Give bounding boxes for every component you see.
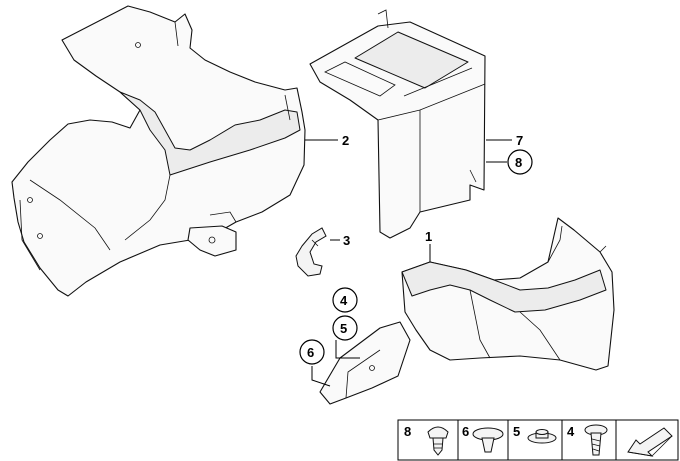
callout-1: 1 bbox=[425, 229, 432, 244]
callout-8: 8 bbox=[507, 149, 533, 175]
expanding-nut-icon bbox=[527, 429, 557, 444]
svg-text:3: 3 bbox=[343, 233, 350, 248]
round-clip-icon bbox=[472, 427, 504, 453]
svg-text:4: 4 bbox=[340, 293, 348, 308]
part-7-storage-box bbox=[309, 9, 486, 239]
svg-text:2: 2 bbox=[342, 133, 349, 148]
part-3-clip bbox=[295, 227, 327, 277]
legend-item-6: 6 bbox=[462, 424, 504, 453]
callout-3: 3 bbox=[343, 233, 350, 248]
callout-5: 5 bbox=[332, 315, 358, 341]
callout-4: 4 bbox=[332, 287, 358, 313]
callout-7: 7 bbox=[516, 133, 523, 148]
part-2-trim-panel bbox=[11, 5, 306, 297]
svg-text:5: 5 bbox=[340, 321, 347, 336]
part-1-lower-cover bbox=[319, 217, 615, 405]
svg-text:4: 4 bbox=[567, 424, 575, 439]
svg-text:7: 7 bbox=[516, 133, 523, 148]
svg-text:8: 8 bbox=[515, 155, 522, 170]
svg-text:1: 1 bbox=[425, 229, 432, 244]
svg-text:5: 5 bbox=[513, 424, 520, 439]
legend-item-8: 8 bbox=[404, 424, 449, 456]
push-rivet-icon bbox=[427, 426, 449, 456]
legend-item-4: 4 bbox=[567, 424, 608, 456]
leader-lines bbox=[305, 139, 512, 387]
callout-2: 2 bbox=[342, 133, 349, 148]
direction-arrow-icon bbox=[627, 427, 673, 457]
fastener-legend: 8 6 5 4 bbox=[397, 419, 679, 461]
screw-icon bbox=[584, 424, 608, 456]
legend-item-5: 5 bbox=[513, 424, 557, 444]
callout-6: 6 bbox=[299, 339, 325, 365]
svg-text:6: 6 bbox=[307, 345, 314, 360]
svg-text:6: 6 bbox=[462, 424, 469, 439]
svg-text:8: 8 bbox=[404, 424, 411, 439]
